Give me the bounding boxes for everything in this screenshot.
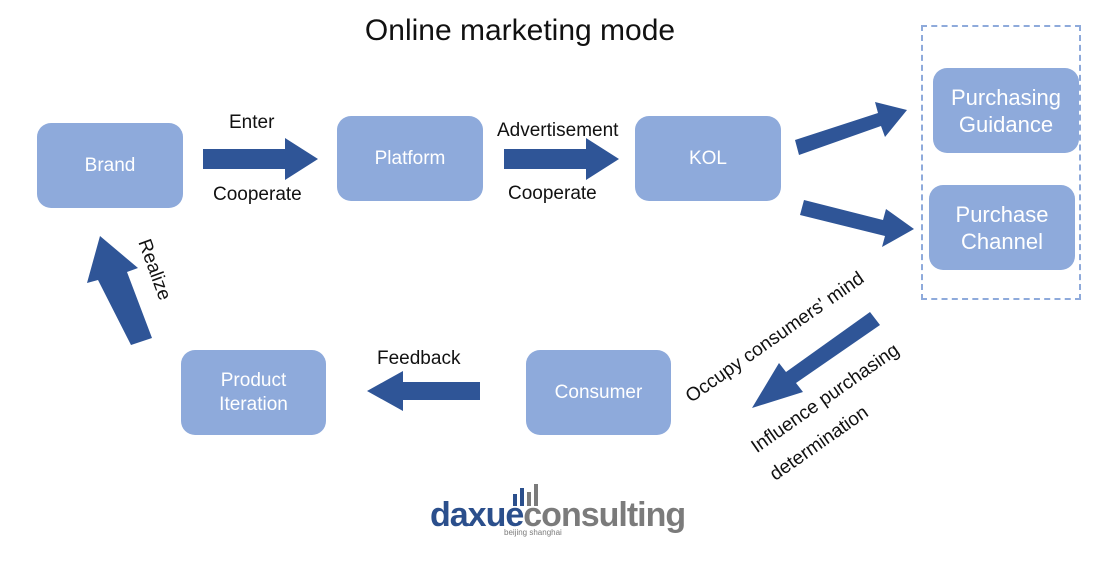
node-product-iteration-line2: Iteration [219, 393, 288, 415]
node-purchase-channel-line2: Channel [961, 228, 1043, 254]
node-platform: Platform [337, 116, 483, 201]
arrow-kol-to-channel [800, 200, 914, 247]
node-kol: KOL [635, 116, 781, 201]
node-product-iteration-line1: Product [220, 369, 287, 391]
node-consumer-label: Consumer [554, 381, 643, 403]
logo-subtitle: beijing shanghai [504, 528, 562, 537]
daxue-consulting-logo: daxueconsulting beijing shanghai [430, 478, 690, 542]
arrow-consumer-to-iteration [367, 371, 480, 411]
node-purchasing-guidance: Purchasing Guidance [933, 68, 1079, 153]
arrow-kol-to-guidance [795, 102, 907, 155]
arrow-iteration-to-brand [87, 236, 152, 345]
node-brand: Brand [37, 123, 183, 208]
diagram-title: Online marketing mode [364, 14, 676, 47]
label-cooperate-2: Cooperate [508, 183, 597, 204]
label-cooperate-1: Cooperate [213, 184, 302, 205]
label-advertisement: Advertisement [497, 120, 619, 141]
node-brand-label: Brand [84, 154, 136, 176]
logo-bars-icon [513, 484, 538, 506]
logo-part-daxue: daxue [430, 496, 524, 534]
node-consumer: Consumer [526, 350, 671, 435]
arrow-channel-to-consumer [752, 312, 880, 408]
node-kol-label: KOL [688, 147, 728, 169]
logo-wordmark: daxueconsulting [430, 496, 686, 535]
arrow-brand-to-platform [203, 138, 318, 180]
node-purchasing-guidance-line2: Guidance [958, 111, 1054, 137]
node-product-iteration: Product Iteration [181, 350, 326, 435]
label-enter: Enter [229, 112, 275, 133]
node-purchase-channel: Purchase Channel [929, 185, 1075, 270]
label-feedback: Feedback [377, 348, 461, 369]
arrow-platform-to-kol [504, 138, 619, 180]
node-purchase-channel-line1: Purchase [955, 201, 1049, 227]
logo-part-consulting: consulting [523, 496, 686, 534]
node-purchasing-guidance-line1: Purchasing [950, 84, 1062, 110]
node-platform-label: Platform [374, 147, 446, 169]
purchase-options-group [921, 25, 1081, 300]
